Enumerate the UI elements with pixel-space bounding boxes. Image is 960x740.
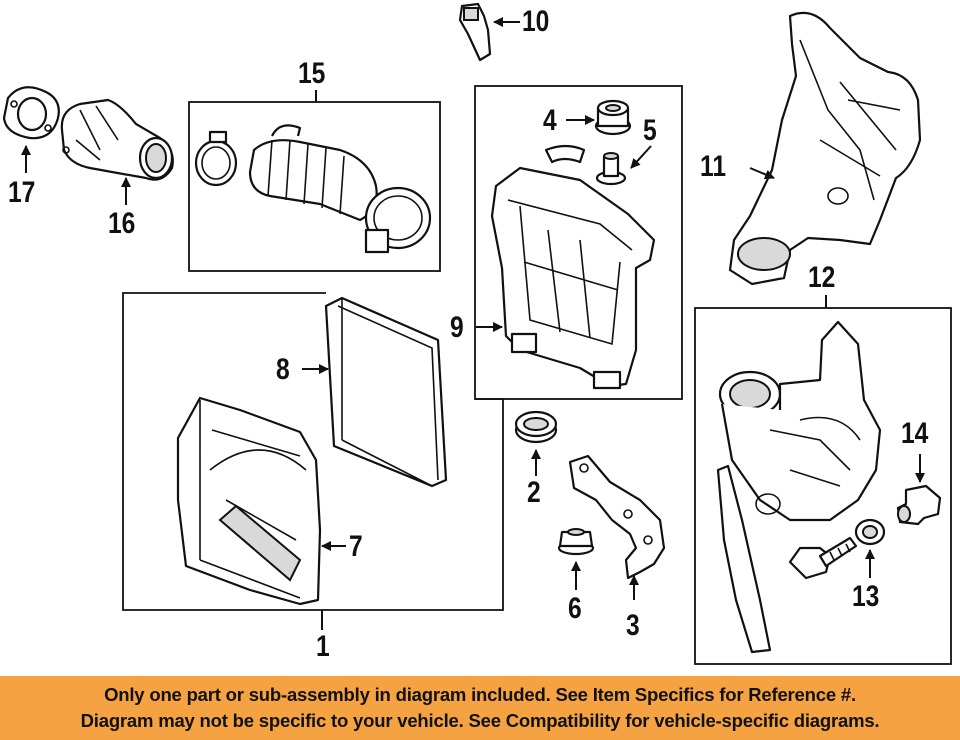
part-clip — [896, 484, 942, 526]
callout-5: 5 — [643, 114, 657, 147]
callout-17: 17 — [8, 176, 36, 209]
group-box-1 — [122, 292, 504, 611]
callout-14: 14 — [901, 417, 929, 450]
part-resonator-duct — [728, 11, 922, 286]
parts-diagram — [2, 2, 952, 665]
disclaimer-line-1: Only one part or sub-assembly in diagram… — [104, 684, 856, 705]
part-bolt-nut — [788, 518, 886, 580]
part-gasket — [2, 86, 60, 140]
callout-15: 15 — [298, 57, 326, 90]
part-intake-hose — [194, 124, 432, 254]
part-pin-5 — [595, 152, 627, 186]
callout-10: 10 — [522, 5, 550, 38]
callout-3: 3 — [626, 609, 640, 642]
group-box-15 — [188, 101, 441, 272]
part-nut — [557, 528, 595, 556]
part-air-filter — [324, 296, 448, 488]
callout-9: 9 — [450, 311, 464, 344]
callout-16: 16 — [108, 207, 136, 240]
callout-11: 11 — [700, 150, 727, 183]
part-inlet-duct — [716, 320, 882, 654]
callout-12: 12 — [808, 261, 836, 294]
disclaimer-banner: Only one part or sub-assembly in diagram… — [0, 676, 960, 740]
callout-13: 13 — [852, 580, 880, 613]
callout-7: 7 — [349, 530, 363, 563]
group-box-12 — [694, 307, 952, 665]
part-ring-seal — [514, 410, 558, 444]
part-intake-tube — [60, 98, 174, 181]
part-airbox-lower — [176, 396, 322, 606]
part-grommet-4 — [594, 99, 632, 136]
callout-8: 8 — [276, 353, 290, 386]
disclaimer-line-2: Diagram may not be specific to your vehi… — [80, 710, 880, 731]
part-bracket — [568, 454, 666, 580]
callout-2: 2 — [527, 476, 541, 509]
callout-6: 6 — [568, 592, 582, 625]
group-box-9 — [474, 85, 683, 400]
callout-1: 1 — [316, 630, 330, 663]
part-sensor — [458, 2, 492, 62]
callout-4: 4 — [543, 104, 557, 137]
part-airbox-upper — [490, 144, 656, 390]
